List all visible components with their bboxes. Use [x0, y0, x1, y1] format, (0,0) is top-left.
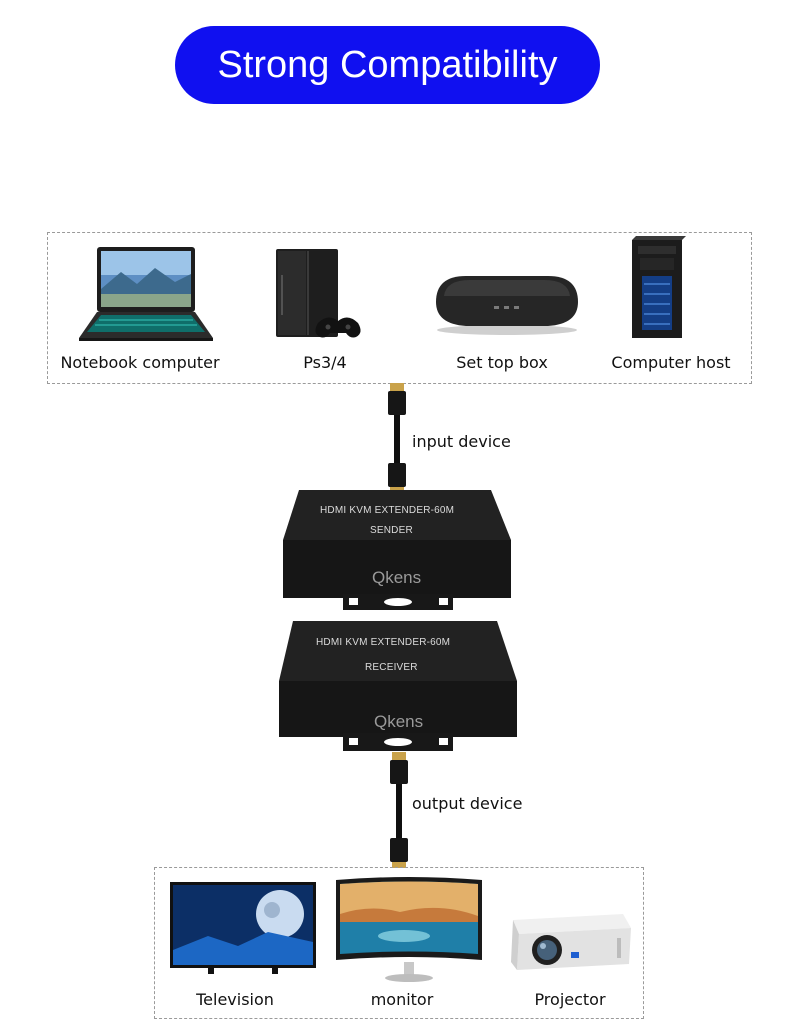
device-label-television: Television [196, 990, 274, 1009]
device-label-computer-host: Computer host [611, 353, 731, 372]
input-cable-label: input device [412, 432, 511, 451]
device-label-projector: Projector [534, 990, 606, 1009]
projector-icon [505, 908, 635, 974]
output-hdmi-cable [384, 752, 414, 872]
set-top-box-icon [428, 272, 586, 336]
device-label-notebook: Notebook computer [60, 353, 220, 372]
receiver-brand-logo: Qkens [374, 712, 424, 731]
television-icon [168, 880, 318, 976]
laptop-icon [75, 244, 215, 344]
device-label-ps: Ps3/4 [303, 353, 347, 372]
pc-tower-icon [628, 236, 688, 342]
device-label-set-top-box: Set top box [456, 353, 548, 372]
receiver-role-text: RECEIVER [365, 662, 418, 673]
monitor-icon [334, 876, 484, 986]
page-title: Strong Compatibility [175, 26, 600, 104]
receiver-model-text: HDMI KVM EXTENDER-60M [316, 637, 451, 648]
sender-model-text: HDMI KVM EXTENDER-60M [320, 505, 455, 516]
input-hdmi-cable [382, 383, 412, 493]
sender-brand-logo: Qkens [372, 568, 422, 587]
device-label-monitor: monitor [370, 990, 434, 1009]
output-devices-panel [154, 867, 644, 1019]
sender-role-text: SENDER [370, 525, 413, 536]
game-console-icon [270, 245, 370, 345]
sender-box-icon [283, 490, 515, 612]
output-cable-label: output device [412, 794, 523, 813]
receiver-box-icon [279, 621, 519, 753]
